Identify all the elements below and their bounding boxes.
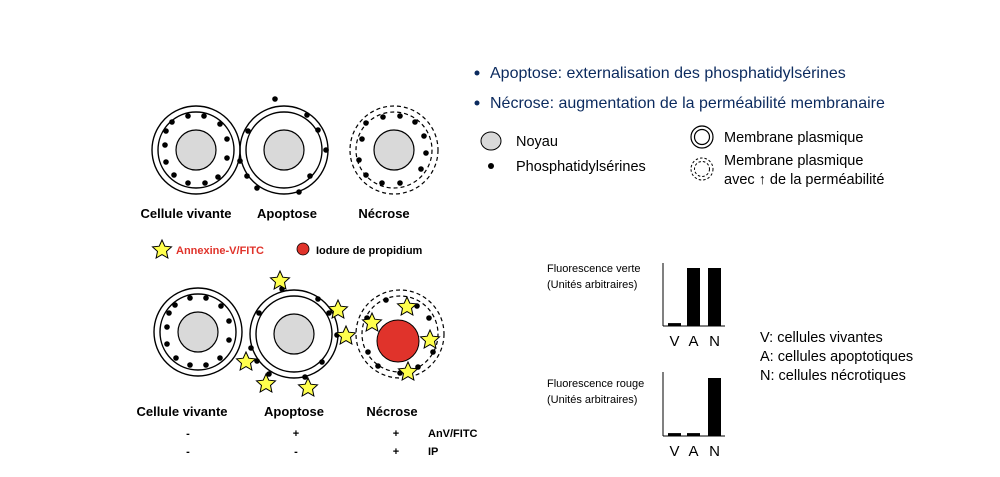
membrane-legend-icon [690,125,714,149]
marker-table: - + + AnV/FITC - - + IP [186,428,477,458]
chart1-ylabel-line1: Fluorescence rouge [547,378,644,390]
phosphatidylserine-dots [356,113,429,186]
chart0-ylabel-line2: (Unités arbitraires) [547,279,637,291]
phosphatidylserine-dots [162,113,230,186]
top-cell-necrosis [349,105,439,195]
marker-ip-apoptosis: - [294,446,298,458]
marker-anv-necrosis: + [393,428,399,440]
chart0-bar-v [668,323,681,326]
bottom-cell-living [153,287,243,377]
chart1-bar-n [708,378,721,436]
legend-noyau-label: Noyau [516,134,558,150]
chart0-tick-a: A [688,333,698,350]
chart-legend-v: V: cellules vivantes [760,330,883,346]
marker-ip-label: IP [428,446,438,458]
phosphatidylserine-dots [164,295,232,368]
nucleus [263,129,305,171]
chart0-bar-n [708,268,721,326]
top-cell-living [151,105,241,195]
symbol-legend: Noyau Phosphatidylsérines Membrane plasm… [480,125,884,188]
top-label-living: Cellule vivante [140,206,231,221]
propidium-stained-nucleus [376,319,420,363]
legend-ps-label: Phosphatidylsérines [516,159,646,175]
nucleus-legend-icon [480,131,502,151]
nucleus [175,129,217,171]
annexin-star-icons [235,269,357,397]
propidium-legend-label: Iodure de propidium [316,245,423,257]
bullet-marker [474,70,480,76]
top-label-necrosis: Nécrose [358,206,409,221]
annexin-star-icons [361,295,441,381]
chart0-bar-a [687,268,700,326]
chart1-ylabel-line2: (Unités arbitraires) [547,394,637,406]
phosphatidylserine-dots [364,297,436,376]
bottom-cell-apoptosis [235,269,357,397]
bullet-marker [474,100,480,106]
annexin-legend-label: Annexine-V/FITC [176,245,264,257]
chart0-tick-v: V [669,333,679,350]
bottom-label-necrosis: Nécrose [366,404,417,419]
chart0-ylabel-line1: Fluorescence verte [547,263,641,275]
top-cell-apoptosis [237,96,329,195]
annexin-star-icon [151,238,173,259]
chart1-bar-v [668,433,681,436]
marker-ip-living: - [186,446,190,458]
chart1-bar-a [687,433,700,436]
bottom-label-living: Cellule vivante [136,404,227,419]
phosphatidylserine-legend-icon [488,163,494,169]
chart1-tick-n: N [709,443,720,460]
red-fluorescence-chart: Fluorescence rouge (Unités arbitraires) … [547,372,725,460]
phosphatidylserine-dots [237,96,329,195]
chart1-tick-v: V [669,443,679,460]
propidium-dot-icon [296,242,310,256]
marker-anv-living: - [186,428,190,440]
bullet-necrosis: Nécrose: augmentation de la perméabilité… [490,95,885,112]
chart-legend-a: A: cellules apoptotiques [760,349,913,365]
chart-legend-n: N: cellules nécrotiques [760,368,906,384]
top-label-apoptosis: Apoptose [257,206,317,221]
chart0-tick-n: N [709,333,720,350]
legend-perm-line1: Membrane plasmique [724,153,863,169]
permeable-membrane-legend-icon [690,157,714,181]
chart1-tick-a: A [688,443,698,460]
marker-anv-apoptosis: + [293,428,299,440]
bullet-list: Apoptose: externalisation des phosphatid… [474,65,885,112]
marker-ip-necrosis: + [393,446,399,458]
bullet-apoptosis: Apoptose: externalisation des phosphatid… [490,65,846,82]
green-fluorescence-chart: Fluorescence verte (Unités arbitraires) … [547,263,725,350]
bottom-label-apoptosis: Apoptose [264,404,324,419]
marker-anv-label: AnV/FITC [428,428,478,440]
nucleus [373,129,415,171]
legend-perm-line2: avec ↑ de la perméabilité [724,172,884,188]
bottom-cell-necrosis [355,289,445,381]
nucleus [273,313,315,355]
nucleus [177,311,219,353]
legend-membrane-label: Membrane plasmique [724,130,863,146]
